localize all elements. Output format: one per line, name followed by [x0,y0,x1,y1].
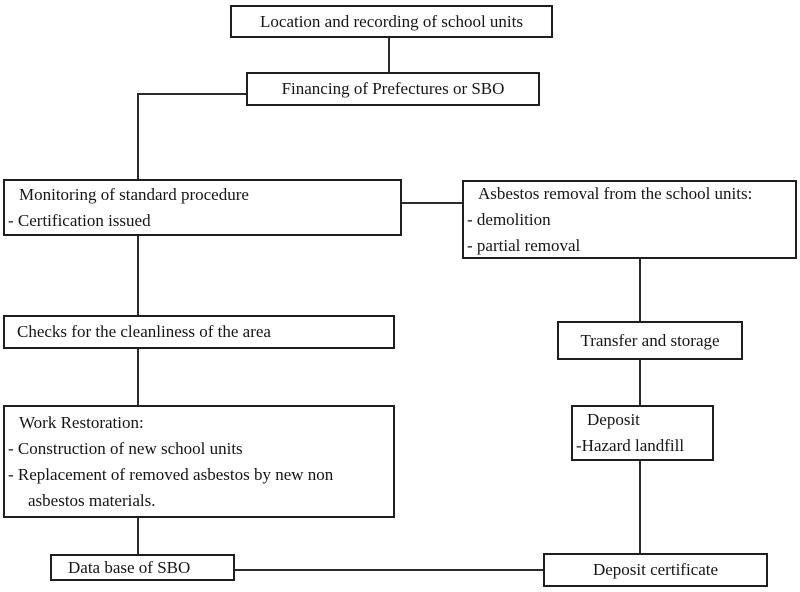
box-text: Location and recording of school units [260,11,523,31]
flow-box-financing: Financing of Prefectures or SBO [246,72,540,106]
box-text: - partial removal [467,235,581,255]
connector-financing-to-monitoring [137,93,139,179]
box-text: -Hazard landfill [576,436,685,455]
box-text: Work Restoration: [19,412,144,432]
box-text: - Replacement of removed asbestos by new… [8,464,334,484]
box-text: asbestos materials. [28,490,156,510]
flow-box-database-sbo: Data base of SBO [50,554,235,581]
box-text: - demolition [467,209,551,229]
flow-box-checks-cleanliness: Checks for the cleanliness of the area [3,315,395,349]
flow-box-location: Location and recording of school units [230,5,553,38]
connector-transfer-to-deposit [639,360,641,405]
box-text: Transfer and storage [580,330,720,350]
box-text: Deposit certificate [592,560,719,579]
box-text: - Certification issued [8,210,151,230]
box-text: Asbestos removal from the school units: [478,183,753,203]
connector-monitoring-to-asbestos [402,202,462,204]
connector-deposit-to-certificate [639,461,641,553]
flow-box-transfer-storage: Transfer and storage [557,321,743,360]
connector-monitoring-to-checks [137,236,139,315]
flow-box-work-restoration: Work Restoration: - Construction of new … [3,405,395,518]
flow-box-deposit-certificate: Deposit certificate [543,553,768,587]
connector-checks-to-work [137,349,139,405]
box-text: Data base of SBO [68,557,191,577]
box-text: - Construction of new school units [8,438,243,458]
connector-database-to-certificate [235,569,543,571]
connector-work-to-database [137,518,139,554]
flow-box-asbestos-removal: Asbestos removal from the school units: … [462,180,797,259]
connector-location-to-financing [388,38,390,72]
box-text: Monitoring of standard procedure [19,184,249,204]
box-text: Financing of Prefectures or SBO [281,79,505,98]
connector-asbestos-to-transfer [639,259,641,321]
flow-box-deposit: Deposit -Hazard landfill [571,405,714,461]
box-text: Checks for the cleanliness of the area [17,322,271,341]
flow-box-monitoring: Monitoring of standard procedure - Certi… [3,179,402,236]
box-text: Deposit [587,410,640,429]
connector-financing-elbow-horizontal [137,93,247,95]
